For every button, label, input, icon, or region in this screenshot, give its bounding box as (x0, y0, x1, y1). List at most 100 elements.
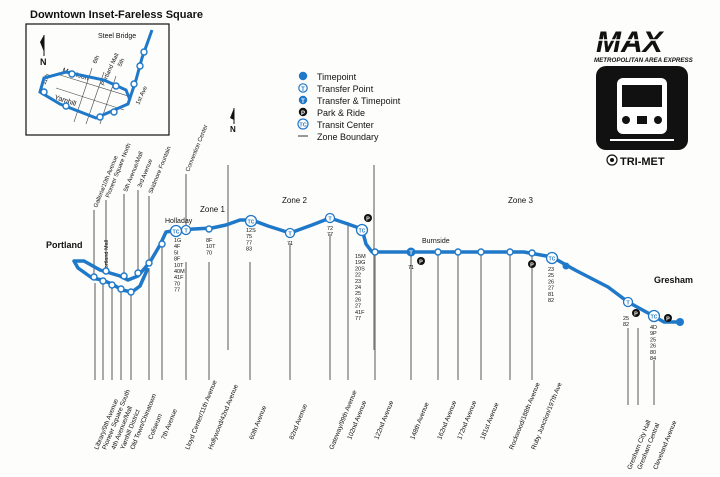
station-label-181st: 181st Avenue (479, 401, 500, 440)
inset-stops (40, 48, 148, 121)
legend-label-timepoint: Timepoint (317, 72, 357, 82)
bus-route-number: 19G (355, 260, 365, 266)
bus-route-number: 71 (408, 265, 414, 271)
inset-north-arrow-icon: N (40, 35, 47, 67)
svg-text:T: T (301, 87, 305, 93)
transit-center-lloyd-icon: TC (169, 224, 183, 238)
zone-2-label: Zone 2 (282, 196, 307, 205)
svg-text:T: T (328, 217, 332, 223)
place-holladay: Holladay (165, 218, 193, 225)
bus-route-number: 9P (650, 331, 657, 337)
bus-route-number: 71 (287, 241, 293, 247)
downtown-inset: Downtown Inset-Fareless Square N Steel B… (25, 9, 203, 136)
bus-route-number: 25 (650, 337, 656, 343)
transfer-point-82nd-icon: T (284, 227, 296, 239)
bus-route-number: 26 (650, 344, 656, 350)
park-ride-gresham-city-hall-icon: P (632, 309, 640, 318)
station-label-82nd: 82nd Avenue (288, 403, 309, 441)
inset-max-line (38, 29, 154, 120)
main-map: N Zone 1 Zone 2 Zone 3 Portland Holladay… (46, 108, 693, 471)
legend-label-zone-boundary: Zone Boundary (317, 132, 379, 142)
svg-text:TC: TC (173, 230, 180, 236)
svg-text:T: T (288, 232, 292, 238)
bus-route-number: 10T (174, 263, 184, 269)
bus-list-148th: 71 (408, 265, 414, 271)
bus-route-number: 41F (355, 310, 365, 316)
tri-met-logo-icon (606, 154, 618, 166)
station-label-convention-center: Convention Center (185, 124, 209, 173)
svg-text:T: T (409, 251, 413, 257)
timepoint-ruby-icon (562, 262, 570, 270)
park-ride-148th-icon: P (417, 257, 425, 266)
bus-route-number: 22 (355, 273, 361, 279)
legend-timepoint-icon (298, 71, 308, 81)
svg-text:T: T (626, 301, 630, 307)
inset-label-6th: 6th (92, 55, 101, 65)
transfer-point-gateway-icon: T (324, 212, 336, 224)
bus-route-number: 4D (650, 325, 657, 331)
bus-route-number: 27 (355, 304, 361, 310)
inset-label-11th: 11th (41, 73, 51, 86)
bus-route-number: 81 (548, 292, 554, 298)
transfer-point-convention-icon: T (180, 224, 192, 236)
transit-center-hollywood-icon: TC (244, 214, 258, 228)
bus-route-number: 77 (327, 232, 333, 238)
train-icon (610, 78, 674, 141)
station-label-60th: 60th Avenue (248, 404, 268, 440)
zone-1-label: Zone 1 (200, 205, 225, 214)
park-ride-gateway-icon: P (364, 214, 372, 223)
station-label-162nd: 162nd Avenue (436, 399, 458, 440)
bus-route-number: 40M (174, 269, 185, 275)
legend-label-transfer-timepoint: Transfer & Timepoint (317, 96, 401, 106)
logo-max-wordmark: MAX (596, 26, 665, 59)
bus-route-number: 8F (174, 257, 181, 263)
bus-route-number: 26 (355, 297, 361, 303)
inset-title: Downtown Inset-Fareless Square (30, 9, 203, 21)
downtown-stops (90, 259, 153, 296)
legend-label-transfer-point: Transfer Point (317, 84, 374, 94)
bus-route-number: 84 (650, 356, 656, 362)
bus-route-number: 83 (246, 247, 252, 253)
station-label-7th-ave: 7th Avenue (160, 408, 179, 441)
bus-route-number: 10T (206, 244, 216, 250)
timepoint-cleveland-icon (676, 318, 684, 326)
main-north-label: N (230, 125, 236, 134)
bus-route-number: 41F (174, 275, 184, 281)
inset-label-5th: 5th (117, 58, 126, 68)
place-portland: Portland (46, 240, 83, 250)
bus-route-number: 15M (355, 254, 366, 260)
inset-frame (25, 23, 170, 136)
park-ride-markers: P P P P P (364, 214, 672, 323)
zone-3-label: Zone 3 (508, 196, 533, 205)
transfer-timepoint-148th-icon: T (406, 247, 416, 257)
bus-route-number: 23 (548, 267, 554, 273)
svg-text:P: P (419, 260, 423, 266)
logo-agency: TRI-MET (620, 156, 665, 168)
bus-route-number: 70 (174, 281, 180, 287)
max-route-line (148, 216, 680, 324)
bus-route-number: 70 (206, 250, 212, 256)
svg-text:P: P (530, 263, 534, 269)
svg-text:P: P (301, 111, 305, 117)
svg-text:TC: TC (651, 315, 658, 321)
bus-route-number: 1G (174, 238, 181, 244)
bus-route-number: 77 (174, 288, 180, 294)
bus-route-number: 4F (174, 244, 181, 250)
station-label-skidmore: Skidmore Fountain (148, 146, 172, 195)
bus-list-82nd: 71 (287, 241, 293, 247)
bus-route-number: 82 (623, 322, 629, 328)
legend-park-ride-icon: P (298, 107, 308, 117)
logo-tagline: METROPOLITAN AREA EXPRESS (594, 57, 694, 64)
park-ride-cleveland-icon: P (664, 314, 672, 323)
svg-text:TC: TC (359, 229, 366, 235)
transit-center-rockwood-icon: TC (545, 251, 559, 265)
place-gresham: Gresham (654, 275, 693, 285)
